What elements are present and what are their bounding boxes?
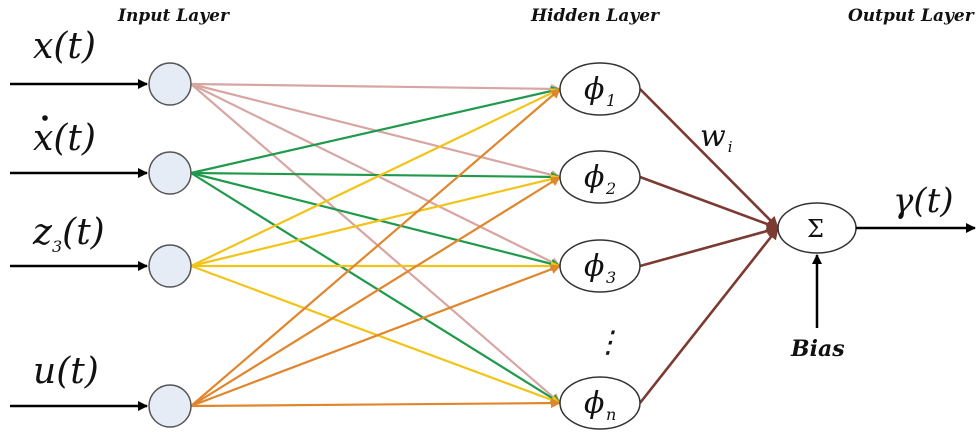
edge-input-2-to-hidden-3 [190,171,561,269]
output-layer-title: Output Layer [848,6,975,26]
hidden-to-output-connections [638,88,780,404]
input-label-1: x(t) [33,26,96,67]
svg-text:n: n [606,405,616,424]
input-label-2: x(t) [33,115,96,159]
hidden-node-2: ϕ 2 [559,150,641,204]
hidden-node-n: ϕ n [559,376,641,430]
bias-label: Bias [790,336,845,362]
svg-text:ϕ: ϕ [584,72,604,107]
edge-input-1-to-hidden-4 [190,83,561,404]
edge-hidden-2-to-output [639,175,779,230]
edge-input-3-to-hidden-2 [190,174,561,268]
time-derivative-dot [42,115,48,121]
input-node-3 [148,244,192,288]
svg-text:ϕ: ϕ [584,160,604,195]
edge-input-3-to-hidden-4 [190,264,561,405]
svg-text:Σ: Σ [807,215,824,243]
edge-input-2-to-hidden-2 [190,171,561,182]
svg-text:2: 2 [605,179,616,198]
input-arrows [10,79,148,411]
edge-hidden-4-to-output [638,227,780,404]
output-label: γ(t) [893,181,954,221]
edge-input-1-to-hidden-1 [190,82,561,94]
input-node-4 [148,384,192,428]
output-summation-node: Σ [777,202,857,254]
edge-input-2-to-hidden-4 [190,172,561,404]
hidden-node-1: ϕ 1 [559,62,641,116]
hidden-layer-title: Hidden Layer [530,6,660,26]
hidden-ellipsis: ⋮ [593,325,623,360]
input-label-3: z3(t) [32,212,105,256]
svg-text:ϕ: ϕ [584,249,604,284]
svg-text:1: 1 [606,91,616,110]
edge-hidden-1-to-output [639,88,779,229]
edge-input-2-to-hidden-1 [190,86,561,175]
input-layer-title: Input Layer [117,6,230,26]
edge-input-4-to-hidden-4 [190,398,561,409]
input-label-4: u(t) [33,351,99,392]
edge-input-3-to-hidden-1 [190,88,561,267]
input-to-hidden-connections [190,82,561,409]
edge-input-4-to-hidden-2 [190,176,561,407]
svg-text:ϕ: ϕ [584,386,604,421]
svg-text:x(t): x(t) [33,118,96,159]
edge-hidden-3-to-output [639,225,779,268]
input-nodes [148,62,192,428]
input-node-1 [148,62,192,106]
hidden-node-3: ϕ 3 [559,239,641,293]
edge-input-4-to-hidden-3 [190,264,561,408]
edge-input-4-to-hidden-1 [190,88,561,407]
svg-text:z3(t): z3(t) [32,212,105,256]
input-node-2 [148,151,192,195]
svg-text:x(t): x(t) [33,26,96,67]
svg-text:u(t): u(t) [33,351,99,392]
svg-text:3: 3 [606,268,616,287]
